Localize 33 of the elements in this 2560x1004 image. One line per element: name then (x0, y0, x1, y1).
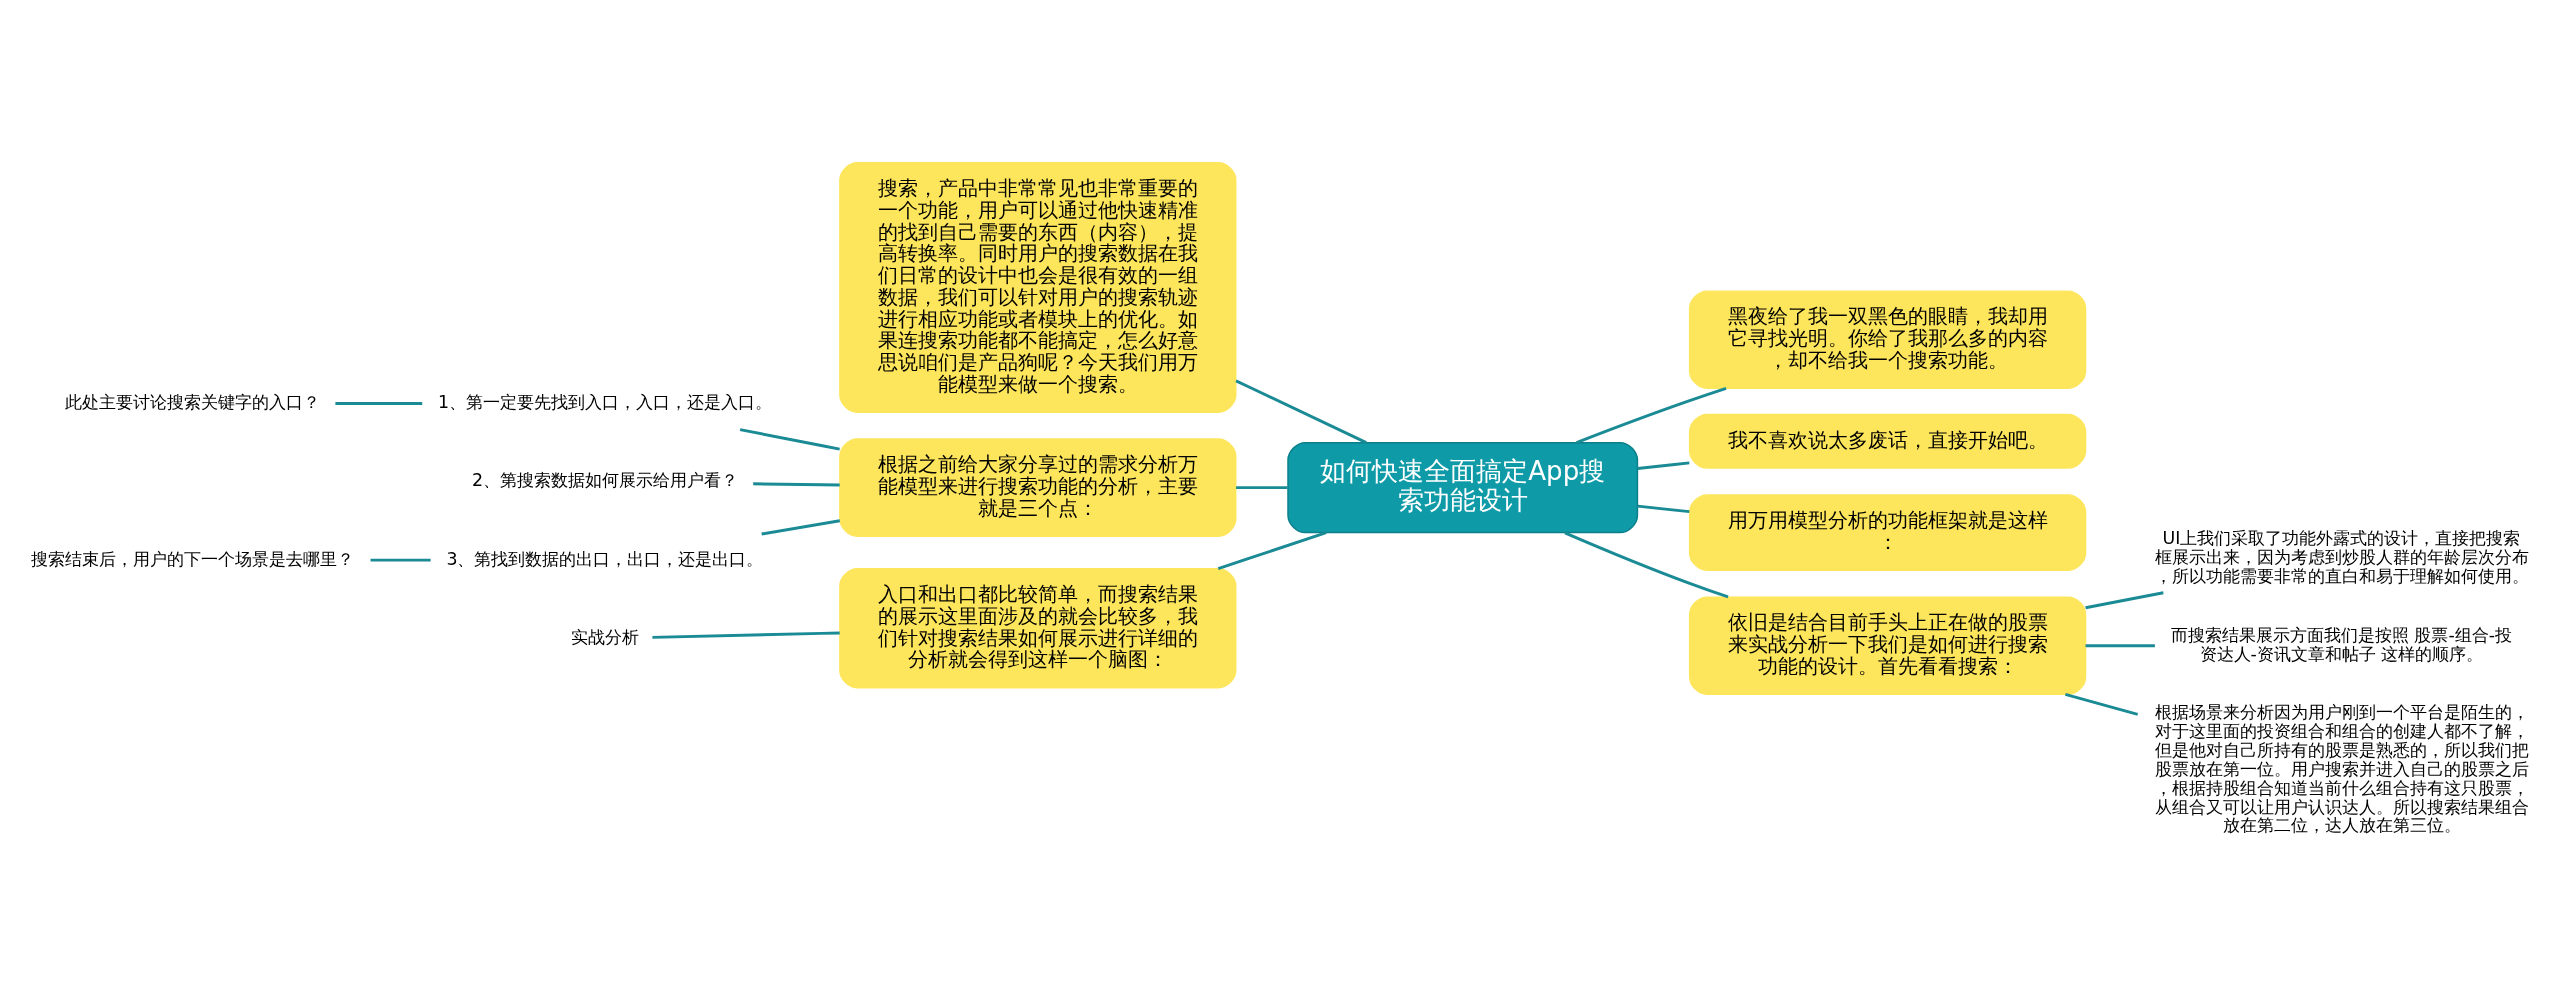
node-text: 3、第找到数据的出口，出口，还是出口。 (446, 548, 764, 569)
connector (2085, 590, 2164, 609)
node-text: UI上我们采取了功能外露式的设计，直接把搜索框展示出来，因为考虑到炒股人群的年龄层次分布，所以功能需要非常的直白和易于理解如何使用。 (2154, 527, 2529, 586)
connector (652, 631, 840, 639)
connector (1236, 485, 1288, 489)
node-box: 依旧是结合目前手头上正在做的股票来实战分析一下我们是如何进行搜索功能的设计。首先看看搜索： (1688, 595, 2087, 695)
connector (1235, 379, 1367, 444)
connector (739, 427, 840, 451)
connector (1576, 386, 1727, 444)
connector (761, 518, 841, 535)
node-text: 搜索结束后，用户的下一个场景是去哪里？ (30, 548, 354, 569)
node-box: 黑夜给了我一双黑色的眼睛，我却用它寻找光明。你给了我那么多的内容，却不给我一个搜索功能。 (1688, 289, 2087, 389)
connector (1217, 530, 1327, 570)
node-text: 根据场景来分析因为用户刚到一个平台是陌生的，对于这里面的投资组合和组合的创建人都不了解，但是他对自己所持有的股票是熟悉的，所以我们把股票放在第一位。用户搜索并进入自己的股票之后，根据持股组合知道当前什么组合持有这只股票，从组合又可以让用户认识达人。所以搜索结果组合放在第二位，达人放在第三位。 (2154, 701, 2529, 835)
node-box: 入口和出口都比较简单，而搜索结果的展示这里面涉及的就会比较多，我们针对搜索结果如何展示进行详细的分析就会得到这样一个脑图： (839, 567, 1237, 688)
connector (1637, 460, 1690, 470)
connector (2085, 643, 2155, 647)
connector (2065, 692, 2139, 716)
node-text: 1、第一定要先找到入口，入口，还是入口。 (437, 391, 772, 412)
node-text: 2、第搜索数据如何展示给用户看？ (471, 469, 738, 490)
node-box: 搜索，产品中非常常见也非常重要的一个功能，用户可以通过他快速精准的找到自己需要的东西（内容），提高转换率。同时用户的搜索数据在我们日常的设计中也会是很有效的一组数据，我们可以针对用户的搜索轨迹进行相应功能或者模块上的优化。如果连搜索功能都不能搞定，怎么好意思说咱们是产品狗呢？今天我们用万能模型来做一个搜索。 (839, 161, 1237, 413)
node-box: 我不喜欢说太多废话，直接开始吧。 (1688, 413, 2087, 469)
node-text: 此处主要讨论搜索关键字的入口？ (64, 391, 320, 412)
node-box: 如何快速全面搞定App搜索功能设计 (1287, 441, 1639, 533)
node-box: 根据之前给大家分享过的需求分析万能模型来进行搜索功能的分析，主要就是三个点： (839, 437, 1237, 537)
connector (335, 401, 423, 405)
connector (753, 481, 840, 486)
connector (1564, 530, 1729, 598)
node-box: 用万用模型分析的功能框架就是这样： (1688, 493, 2087, 571)
connector (370, 558, 431, 562)
node-text: 实战分析 (570, 626, 639, 647)
node-text: 而搜索结果展示方面我们是按照 股票-组合-投资达人-资讯文章和帖子 这样的顺序。 (2170, 624, 2513, 664)
connector (1637, 504, 1690, 513)
